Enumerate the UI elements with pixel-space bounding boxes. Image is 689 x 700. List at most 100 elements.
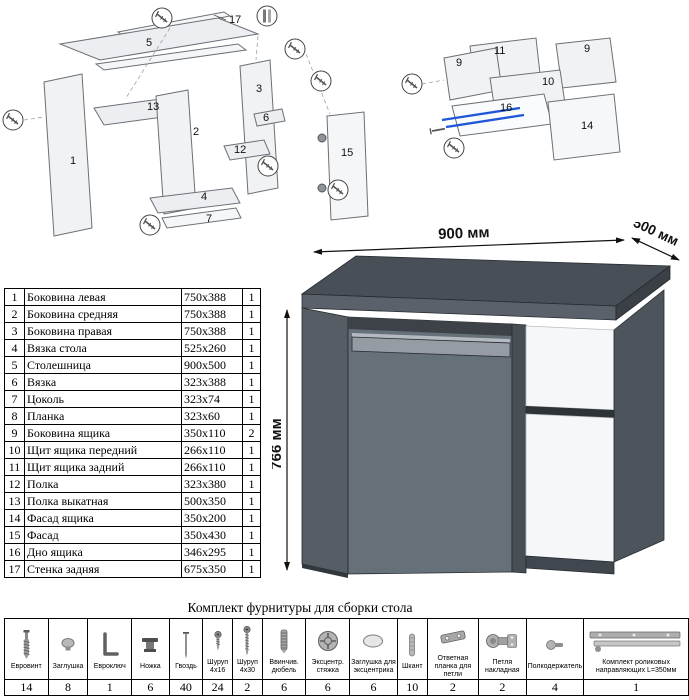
part-qty: 1 <box>242 356 261 374</box>
part-qty: 2 <box>242 424 261 442</box>
hw-name: Гвоздь <box>175 662 197 670</box>
part-label-2: 2 <box>193 126 199 138</box>
hinge-icon <box>317 183 327 193</box>
part-name: Щит ящика задний <box>24 458 182 476</box>
part-label-16: 16 <box>500 102 512 114</box>
part-num: 14 <box>4 509 25 527</box>
part-label-11: 11 <box>494 45 505 57</box>
hw-cell: Полкодержатель <box>525 617 585 681</box>
part-qty: 1 <box>242 492 261 510</box>
part-num: 3 <box>4 322 25 340</box>
hw-name: Шуруп 4x30 <box>236 658 258 674</box>
hw-qty: 2 <box>426 679 480 697</box>
part-name: Полка выкатная <box>24 492 182 510</box>
part-name: Боковина ящика <box>24 424 182 442</box>
part-size: 323x380 <box>181 475 243 493</box>
part-num: 11 <box>4 458 25 476</box>
wooden-dowel-icon <box>409 633 416 657</box>
part-num: 4 <box>4 339 25 357</box>
hw-qty: 1 <box>87 679 133 697</box>
part-num: 17 <box>4 560 25 578</box>
hw-qty: 24 <box>202 679 234 697</box>
hinge-icon <box>317 133 327 143</box>
cam-cover-icon <box>363 634 384 648</box>
hinge-plate-icon <box>440 630 466 644</box>
roller-guide-highlight <box>441 106 525 129</box>
panel-rail-6 <box>253 108 286 127</box>
hw-cell: Ответная планка для петли <box>426 617 480 681</box>
hw-cell: Шуруп 4x30 <box>232 617 263 681</box>
desk-plinth <box>525 555 615 575</box>
part-qty: 1 <box>242 526 261 544</box>
depth-dimension-label: 500 мм <box>631 222 681 249</box>
part-size: 500x350 <box>181 492 243 510</box>
part-num: 6 <box>4 373 25 391</box>
hw-cell: Евровинт <box>4 617 49 681</box>
part-label-7: 7 <box>206 213 212 225</box>
part-name: Планка <box>24 407 182 425</box>
desk-top-right-edge <box>615 265 671 321</box>
screw-icon <box>429 127 446 135</box>
keyboard-tray <box>351 336 511 358</box>
panel-shelf <box>223 139 271 161</box>
hw-name: Ввинчив. дюбель <box>269 658 299 674</box>
hw-name: Заглушка для эксцентрика <box>351 658 396 674</box>
part-qty: 1 <box>242 458 261 476</box>
part-size: 266x110 <box>181 458 243 476</box>
part-label-17: 17 <box>229 14 241 26</box>
part-label-1: 1 <box>70 155 76 167</box>
part-qty: 1 <box>242 373 261 391</box>
panel-door <box>326 111 369 221</box>
part-num: 10 <box>4 441 25 459</box>
hardware-qty-row: 14 8 1 6 40 24 2 6 6 6 10 2 2 4 1 <box>4 679 689 697</box>
part-qty: 1 <box>242 441 261 459</box>
part-qty: 1 <box>242 560 261 578</box>
part-num: 5 <box>4 356 25 374</box>
part-size: 750x388 <box>181 305 243 323</box>
left-panel-foot-shadow <box>302 564 348 578</box>
hw-name: Петля накладная <box>485 658 520 674</box>
part-label-3: 3 <box>256 83 262 95</box>
part-label-10: 10 <box>542 76 554 88</box>
part-label-6: 6 <box>263 112 269 124</box>
shelf-pin-icon <box>546 639 563 650</box>
hw-cell: Заглушка для эксцентрика <box>349 617 398 681</box>
part-name: Цоколь <box>24 390 182 408</box>
hex-key-icon <box>103 632 119 656</box>
part-name: Фасад ящика <box>24 509 182 527</box>
part-qty: 1 <box>242 390 261 408</box>
screw-callouts <box>401 73 465 159</box>
hw-name: Полкодержатель <box>527 662 583 670</box>
assembled-desk-view: 900 мм 500 мм 766 мм <box>272 222 681 578</box>
hardware-table: Евровинт Заглушка Евроключ Ножка Гвоздь <box>4 617 689 697</box>
part-size: 323x60 <box>181 407 243 425</box>
part-name: Дно ящика <box>24 543 182 561</box>
part-num: 2 <box>4 305 25 323</box>
part-qty: 1 <box>242 475 261 493</box>
part-size: 346x295 <box>181 543 243 561</box>
hw-qty: 2 <box>478 679 527 697</box>
part-num: 15 <box>4 526 25 544</box>
roller-guides-icon <box>589 631 681 652</box>
hw-cell: Ввинчив. дюбель <box>261 617 307 681</box>
part-label-13: 13 <box>147 101 159 113</box>
part-num: 8 <box>4 407 25 425</box>
hw-cell: Шуруп 4x16 <box>202 617 234 681</box>
part-name: Боковина средняя <box>24 305 182 323</box>
hw-cell: Заглушка <box>47 617 89 681</box>
part-size: 323x74 <box>181 390 243 408</box>
part-num: 1 <box>4 288 25 306</box>
keyboard-tray-top <box>352 333 510 343</box>
part-label-9-right: 9 <box>584 43 590 55</box>
hw-qty: 6 <box>131 679 170 697</box>
